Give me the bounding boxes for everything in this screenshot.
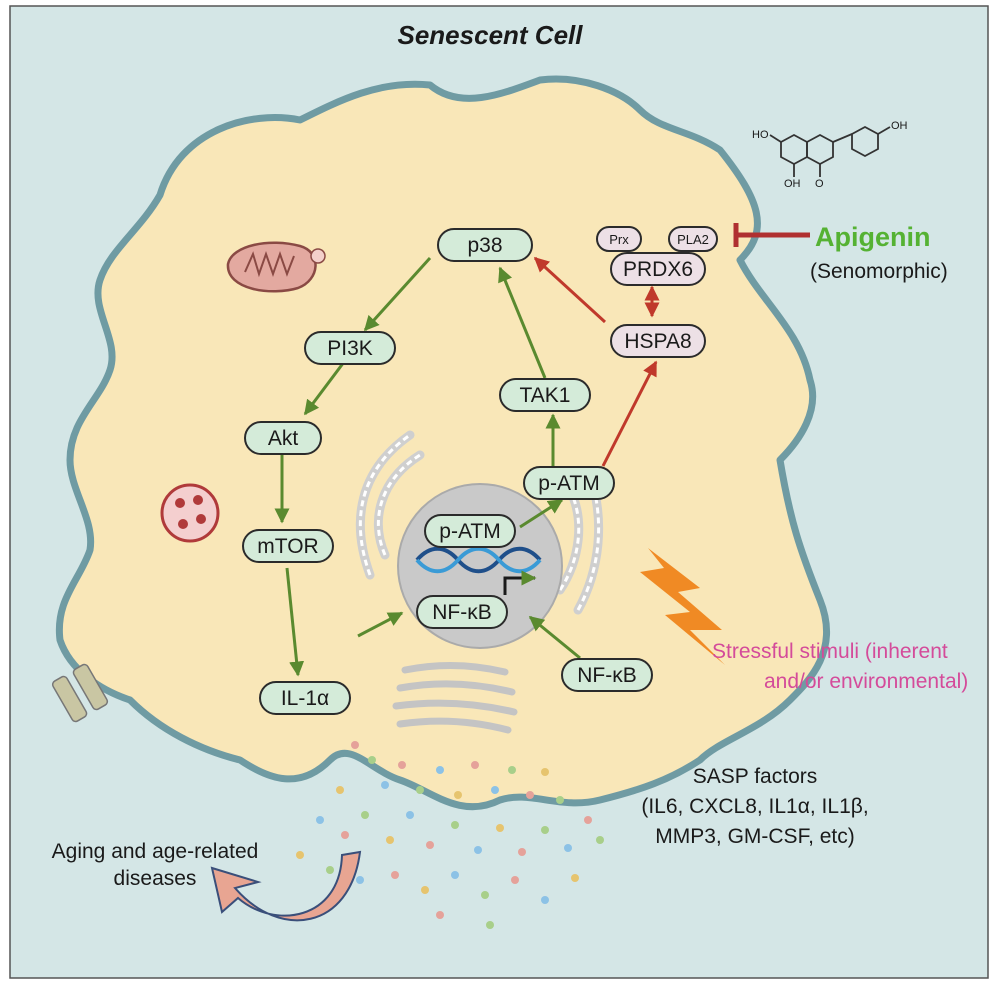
arrow-pi3k-akt bbox=[303, 361, 346, 416]
arrow-hspa8-p38 bbox=[533, 256, 607, 324]
stress-label-line2: and/or environmental) bbox=[764, 670, 969, 693]
lysosome-icon bbox=[160, 483, 220, 543]
golgi-apparatus-icon bbox=[392, 661, 518, 734]
molecule-label-oh-left: HO bbox=[752, 129, 769, 141]
node-prx: Prx bbox=[596, 226, 642, 252]
node-nfkb-inner: NF-κB bbox=[416, 595, 508, 629]
node-patm-outer: p-ATM bbox=[523, 466, 615, 500]
node-patm-inner: p-ATM bbox=[424, 514, 516, 548]
sasp-label-line3: MMP3, GM-CSF, etc) bbox=[655, 825, 855, 848]
curved-arrow-icon bbox=[210, 850, 362, 922]
sasp-label-line1: SASP factors bbox=[692, 765, 818, 788]
diagram-title: Senescent Cell bbox=[397, 20, 583, 50]
node-akt: Akt bbox=[244, 421, 322, 455]
arrow-nfkb-nucleus bbox=[528, 615, 581, 660]
aging-label-line2: diseases bbox=[113, 867, 197, 890]
aging-label-line1: Aging and age-related bbox=[51, 840, 259, 863]
molecule-label-oh-bottom: OH bbox=[784, 178, 801, 190]
drug-class: (Senomorphic) bbox=[810, 260, 948, 283]
node-tak1: TAK1 bbox=[499, 378, 591, 412]
node-prdx6: PRDX6 bbox=[610, 252, 706, 286]
transcription-arrow-icon bbox=[503, 570, 537, 595]
dna-helix-icon bbox=[415, 546, 542, 574]
arrow-il1a-nucleus bbox=[357, 611, 404, 638]
drug-name: Apigenin bbox=[815, 222, 931, 252]
node-il1a: IL-1α bbox=[259, 681, 351, 715]
arrow-p38-pi3k bbox=[363, 256, 432, 332]
node-hspa8: HSPA8 bbox=[610, 324, 706, 358]
sasp-label-line2: (IL6, CXCL8, IL1α, IL1β, bbox=[641, 795, 869, 818]
arrow-patm-hspa8 bbox=[601, 360, 658, 467]
lightning-bolt-icon bbox=[640, 548, 725, 665]
node-nfkb-outer: NF-κB bbox=[561, 658, 653, 692]
apigenin-structure-icon bbox=[769, 125, 891, 177]
sasp-particles bbox=[296, 741, 604, 929]
stress-label-line1: Stressful stimuli (inherent bbox=[712, 640, 948, 663]
node-p38: p38 bbox=[437, 228, 533, 262]
arrow-tak1-p38 bbox=[498, 266, 547, 379]
aging-label: Aging and age-related diseases bbox=[25, 838, 285, 892]
membrane-channel-icon bbox=[51, 663, 109, 723]
arrow-mtor-il1a bbox=[285, 567, 305, 677]
mitochondrion-icon bbox=[226, 241, 326, 293]
sasp-label: SASP factors (IL6, CXCL8, IL1α, IL1β, MM… bbox=[600, 762, 910, 852]
node-pi3k: PI3K bbox=[304, 331, 396, 365]
molecule-label-oh-top: OH bbox=[891, 120, 908, 132]
node-pla2: PLA2 bbox=[668, 226, 718, 252]
cell-membrane bbox=[55, 75, 831, 811]
arrow-patm-inner-outer bbox=[519, 498, 564, 529]
node-mtor: mTOR bbox=[242, 529, 334, 563]
molecule-label-carbonyl: O bbox=[815, 178, 824, 190]
